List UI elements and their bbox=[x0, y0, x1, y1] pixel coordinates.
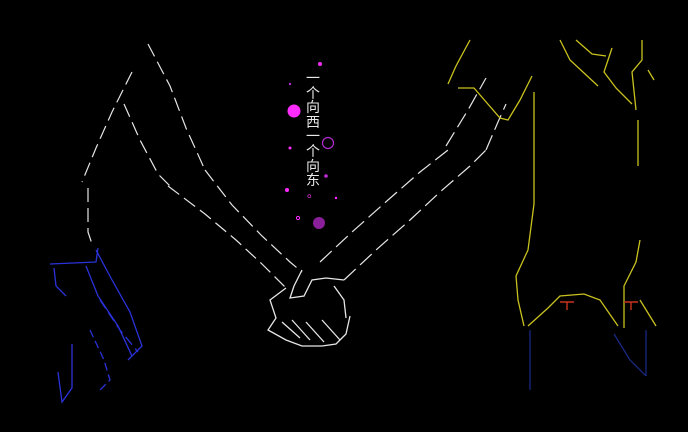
vertical-caption: 一 个 向 西 一 个 向 东 。 bbox=[304, 71, 322, 200]
caption-char: 向 bbox=[306, 158, 320, 175]
caption-char: 一 bbox=[306, 129, 320, 146]
caption-char: 一 bbox=[306, 71, 320, 87]
right-figure-arm bbox=[319, 77, 507, 281]
floating-circles bbox=[285, 62, 338, 229]
caption-char: 东 bbox=[306, 173, 320, 190]
left-hand-blue bbox=[49, 247, 143, 404]
right-figure-yellow bbox=[447, 39, 657, 328]
caption-char: 个 bbox=[306, 85, 320, 102]
caption-char: 个 bbox=[306, 143, 320, 160]
red-accent-marks bbox=[560, 301, 638, 310]
caption-char: 向 bbox=[306, 100, 320, 117]
right-figure-legs bbox=[529, 330, 647, 390]
left-figure-arm bbox=[81, 43, 303, 289]
caption-char: 西 bbox=[306, 114, 320, 131]
clasped-hands bbox=[267, 269, 351, 347]
caption-char: 。 bbox=[306, 185, 319, 200]
